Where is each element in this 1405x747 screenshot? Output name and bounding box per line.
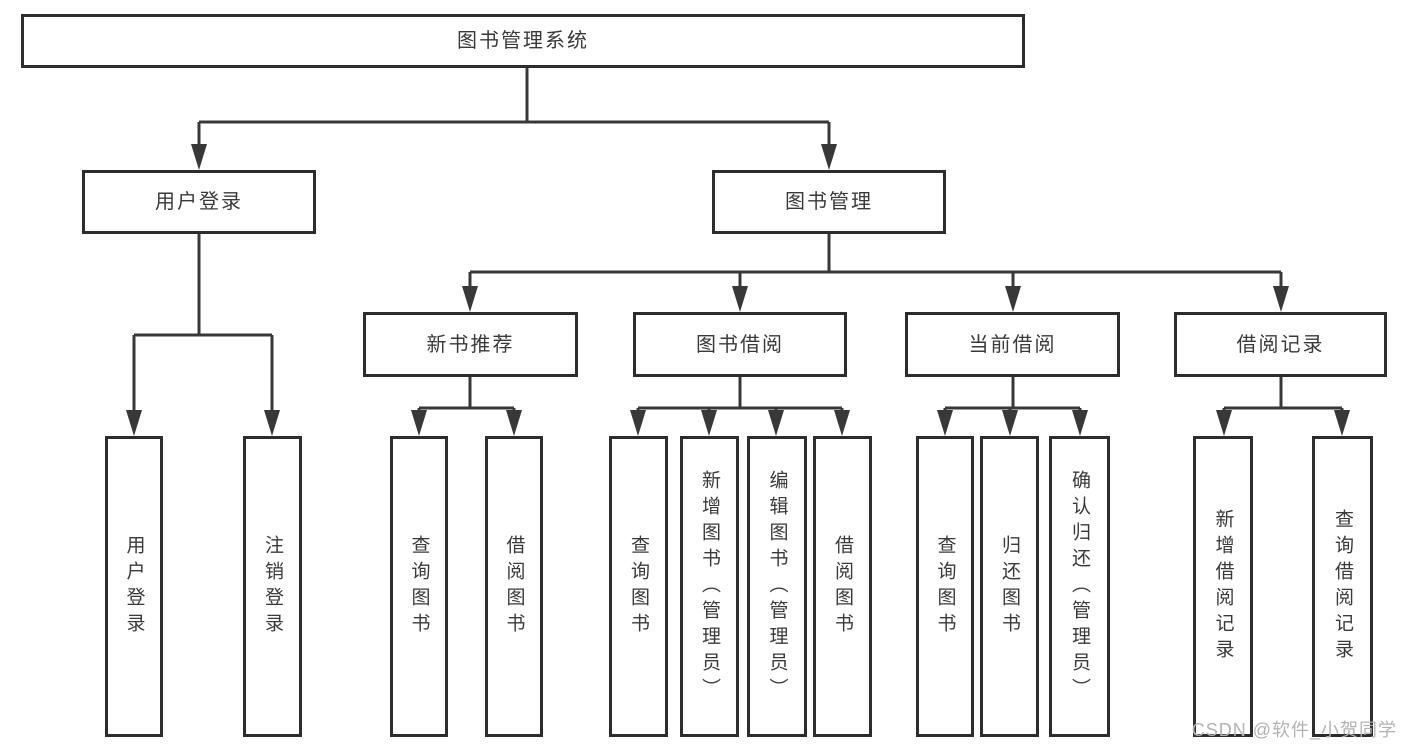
csdn-watermark: CSDN @软件_小贺同学: [1191, 720, 1397, 740]
node-user-login: 用户登录: [82, 170, 316, 234]
leaf-current-query-book: 查询图书: [916, 436, 974, 737]
leaf-current-confirm-return-admin: 确认归还（管理员）: [1049, 436, 1110, 737]
connector-bookborrow-to-leaves: [630, 377, 850, 436]
leaf-recommend-query-book: 查询图书: [390, 436, 448, 737]
leaf-borrow-add-book-admin: 新增图书（管理员）: [680, 436, 739, 737]
leaf-borrow-query-book: 查询图书: [609, 436, 668, 737]
leaf-recommend-borrow-book: 借阅图书: [485, 436, 543, 737]
leaf-borrow-borrow-book: 借阅图书: [813, 436, 872, 737]
leaf-current-return-book: 归还图书: [980, 436, 1039, 737]
node-root-library-management-system: 图书管理系统: [21, 14, 1025, 68]
connector-currentborrow-to-leaves: [937, 377, 1088, 436]
arrow-down-icon: [937, 410, 1088, 436]
connector-recommend-to-leaves: [411, 377, 522, 436]
connector-bookmgmt-to-level3: [462, 234, 1289, 312]
arrow-down-icon: [630, 410, 850, 436]
arrow-down-icon: [462, 286, 1289, 312]
arrow-down-icon: [126, 410, 280, 436]
arrow-down-icon: [411, 410, 522, 436]
node-book-management: 图书管理: [712, 170, 946, 234]
arrow-down-icon: [1216, 410, 1350, 436]
connector-userlogin-to-leaves: [126, 234, 280, 436]
node-book-borrow: 图书借阅: [633, 312, 847, 377]
node-current-borrow: 当前借阅: [905, 312, 1120, 377]
leaf-logout: 注销登录: [243, 436, 302, 737]
leaf-user-login: 用户登录: [105, 436, 163, 737]
node-new-book-recommend: 新书推荐: [363, 312, 578, 377]
arrow-down-icon: [191, 144, 837, 170]
connector-borrowrecord-to-leaves: [1216, 377, 1350, 436]
leaf-borrow-edit-book-admin: 编辑图书（管理员）: [747, 436, 807, 737]
leaf-record-add-record: 新增借阅记录: [1193, 436, 1253, 737]
node-borrow-record: 借阅记录: [1174, 312, 1387, 377]
leaf-record-query-record: 查询借阅记录: [1312, 436, 1373, 737]
connector-root-to-level2: [191, 68, 837, 170]
